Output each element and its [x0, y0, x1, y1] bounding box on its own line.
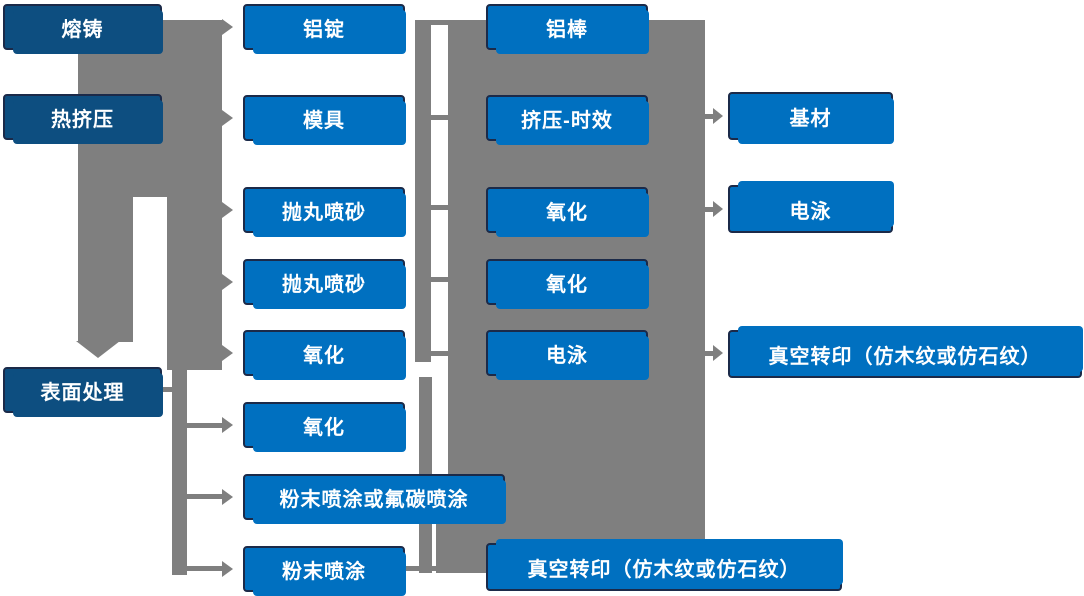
node-extrusion-aging: 挤压-时效	[486, 95, 649, 145]
stub-to-base-material	[705, 114, 713, 119]
node-mold: 模具	[243, 95, 406, 145]
arrow-right-to-shot-blasting-1-icon	[222, 202, 233, 218]
arrow-right-to-aluminum-ingot-icon	[222, 19, 233, 35]
node-shot-blasting-2: 抛丸喷砂	[243, 259, 406, 309]
node-powder-coating: 粉末喷涂	[243, 546, 406, 596]
link-tick-row8	[405, 566, 448, 571]
node-label: 熔铸	[61, 18, 104, 41]
node-label: 氧化	[303, 416, 345, 439]
stub-to-vacuum-print-right	[705, 351, 713, 356]
flow-stage-column-bar	[78, 197, 133, 342]
arrow-right-to-shot-blasting-2-icon	[222, 274, 233, 290]
node-vacuum-transfer-print-1: 真空转印（仿木纹或仿石纹）	[486, 539, 843, 591]
node-label: 抛丸喷砂	[282, 273, 366, 296]
node-label: 电泳	[546, 344, 588, 367]
node-oxidation-4: 氧化	[486, 259, 649, 309]
node-label: 真空转印（仿木纹或仿石纹）	[768, 345, 1042, 368]
node-vacuum-transfer-print-2: 真空转印（仿木纹或仿石纹）	[728, 326, 1083, 378]
link-tick-row2	[431, 115, 448, 120]
flow-distribution-trunk-lower	[172, 370, 187, 575]
arrow-right-to-electrophoresis-icon	[713, 201, 723, 217]
node-powder-or-fluorocarbon-coating: 粉末喷涂或氟碳喷涂	[243, 474, 506, 524]
surface-treatment-connector	[157, 387, 173, 392]
node-surface-treatment: 表面处理	[3, 367, 163, 417]
node-label: 模具	[303, 109, 345, 132]
node-label: 氧化	[546, 273, 588, 296]
node-label: 电泳	[789, 200, 832, 223]
node-oxidation-1: 氧化	[243, 330, 406, 380]
node-shot-blasting-1: 抛丸喷砂	[243, 187, 406, 237]
node-aluminum-rod: 铝棒	[486, 4, 649, 54]
node-label: 氧化	[303, 344, 345, 367]
link-tick-row4	[431, 277, 448, 282]
node-melting-casting: 熔铸	[3, 4, 163, 54]
link-tick-row1	[431, 20, 448, 25]
node-label: 热挤压	[51, 108, 114, 131]
link-tick-row3	[431, 205, 448, 210]
node-label: 粉末喷涂	[282, 560, 366, 583]
arrow-right-to-vacuum-print-icon	[713, 345, 723, 361]
node-electrophoresis-1: 电泳	[486, 330, 649, 380]
arrow-right-to-oxidation-2-icon	[222, 417, 233, 433]
stub-to-oxidation-2	[187, 423, 222, 428]
node-label: 真空转印（仿木纹或仿石纹）	[527, 558, 801, 581]
node-base-material: 基材	[728, 92, 894, 144]
node-aluminum-ingot: 铝锭	[243, 4, 406, 54]
node-oxidation-2: 氧化	[243, 402, 406, 452]
node-label: 铝锭	[303, 18, 345, 41]
node-hot-extrusion: 热挤压	[3, 94, 163, 144]
node-label: 粉末喷涂或氟碳喷涂	[279, 488, 469, 511]
node-electrophoresis-2: 电泳	[728, 181, 894, 233]
node-label: 表面处理	[40, 381, 125, 404]
arrow-down-to-surface-treatment-icon	[76, 341, 120, 358]
node-label: 挤压-时效	[521, 109, 613, 132]
node-label: 铝棒	[546, 18, 588, 41]
node-label: 基材	[789, 107, 832, 130]
arrow-right-to-powder-coating-icon	[222, 561, 233, 577]
link-bar-upper	[415, 20, 431, 362]
arrow-right-to-base-material-icon	[713, 108, 723, 124]
flow-distribution-trunk-upper	[167, 197, 222, 370]
node-label: 抛丸喷砂	[282, 201, 366, 224]
arrow-right-to-mold-icon	[222, 110, 233, 126]
arrow-right-to-powder-or-fluorocarbon-icon	[222, 489, 233, 505]
arrow-right-to-oxidation-1-icon	[222, 345, 233, 361]
node-label: 氧化	[546, 201, 588, 224]
stub-to-powder-or-fluorocarbon	[187, 494, 222, 499]
link-tick-row5	[431, 351, 448, 356]
stub-to-powder-coating	[187, 566, 222, 571]
stub-to-electrophoresis	[705, 207, 713, 212]
node-oxidation-3: 氧化	[486, 187, 649, 237]
